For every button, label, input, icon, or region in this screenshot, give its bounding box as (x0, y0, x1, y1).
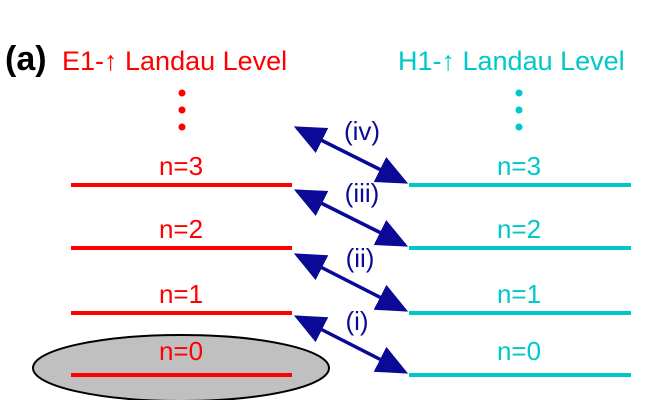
transition-arrow-i (293, 315, 409, 374)
h1-ellipsis-dots (515, 89, 523, 131)
transition-arrow-ii (293, 253, 409, 312)
transition-arrows (293, 126, 409, 374)
transition-label: (iii) (345, 178, 380, 208)
h1-levels (409, 183, 631, 377)
e1-header: E1-↑ Landau Level (62, 46, 287, 76)
transition-arrow-iii (293, 189, 409, 247)
h1-level-label: n=2 (497, 214, 541, 244)
e1-levels (71, 183, 292, 377)
h1-header: H1-↑ Landau Level (398, 46, 625, 76)
h1-level-label: n=1 (497, 279, 541, 309)
e1-ellipsis-dots (178, 89, 186, 131)
panel-label: (a) (5, 40, 47, 78)
transition-arrow-iv (293, 126, 409, 184)
e1-level-label: n=2 (159, 214, 203, 244)
e1-level-label: n=0 (159, 336, 203, 366)
transition-label: (i) (345, 306, 368, 336)
transition-label: (ii) (346, 243, 375, 273)
e1-level-label: n=1 (159, 279, 203, 309)
transition-label: (iv) (344, 116, 380, 146)
e1-level-label: n=3 (159, 151, 203, 181)
h1-level-label: n=3 (497, 151, 541, 181)
h1-level-label: n=0 (497, 336, 541, 366)
